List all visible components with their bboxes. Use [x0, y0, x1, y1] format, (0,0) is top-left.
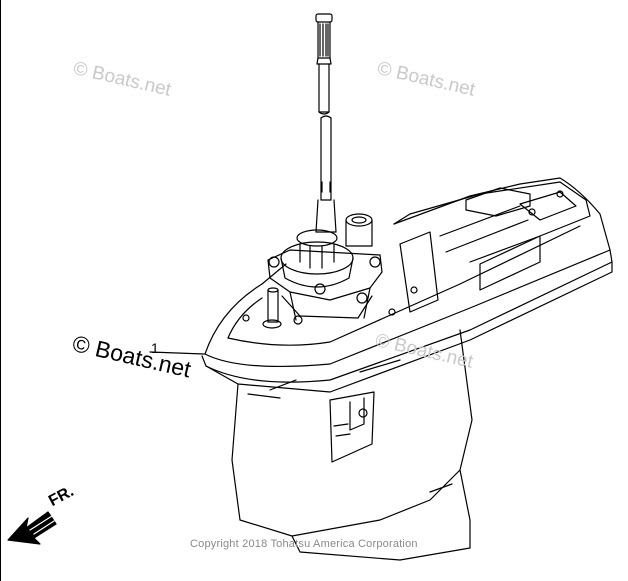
copyright-text: Copyright 2018 Tohatsu America Corporati…	[190, 538, 418, 550]
part-number-label[interactable]: 1	[151, 340, 159, 356]
direction-arrow-icon	[7, 511, 57, 545]
drive-shaft	[315, 13, 337, 233]
callout-leader-line	[149, 351, 205, 355]
mounting-plate	[267, 249, 383, 325]
gear-case-body	[231, 329, 473, 561]
anti-ventilation-plate	[201, 249, 613, 393]
gear-case-deck	[204, 177, 611, 368]
water-pump-housing	[280, 213, 373, 288]
shift-rod	[262, 287, 282, 329]
